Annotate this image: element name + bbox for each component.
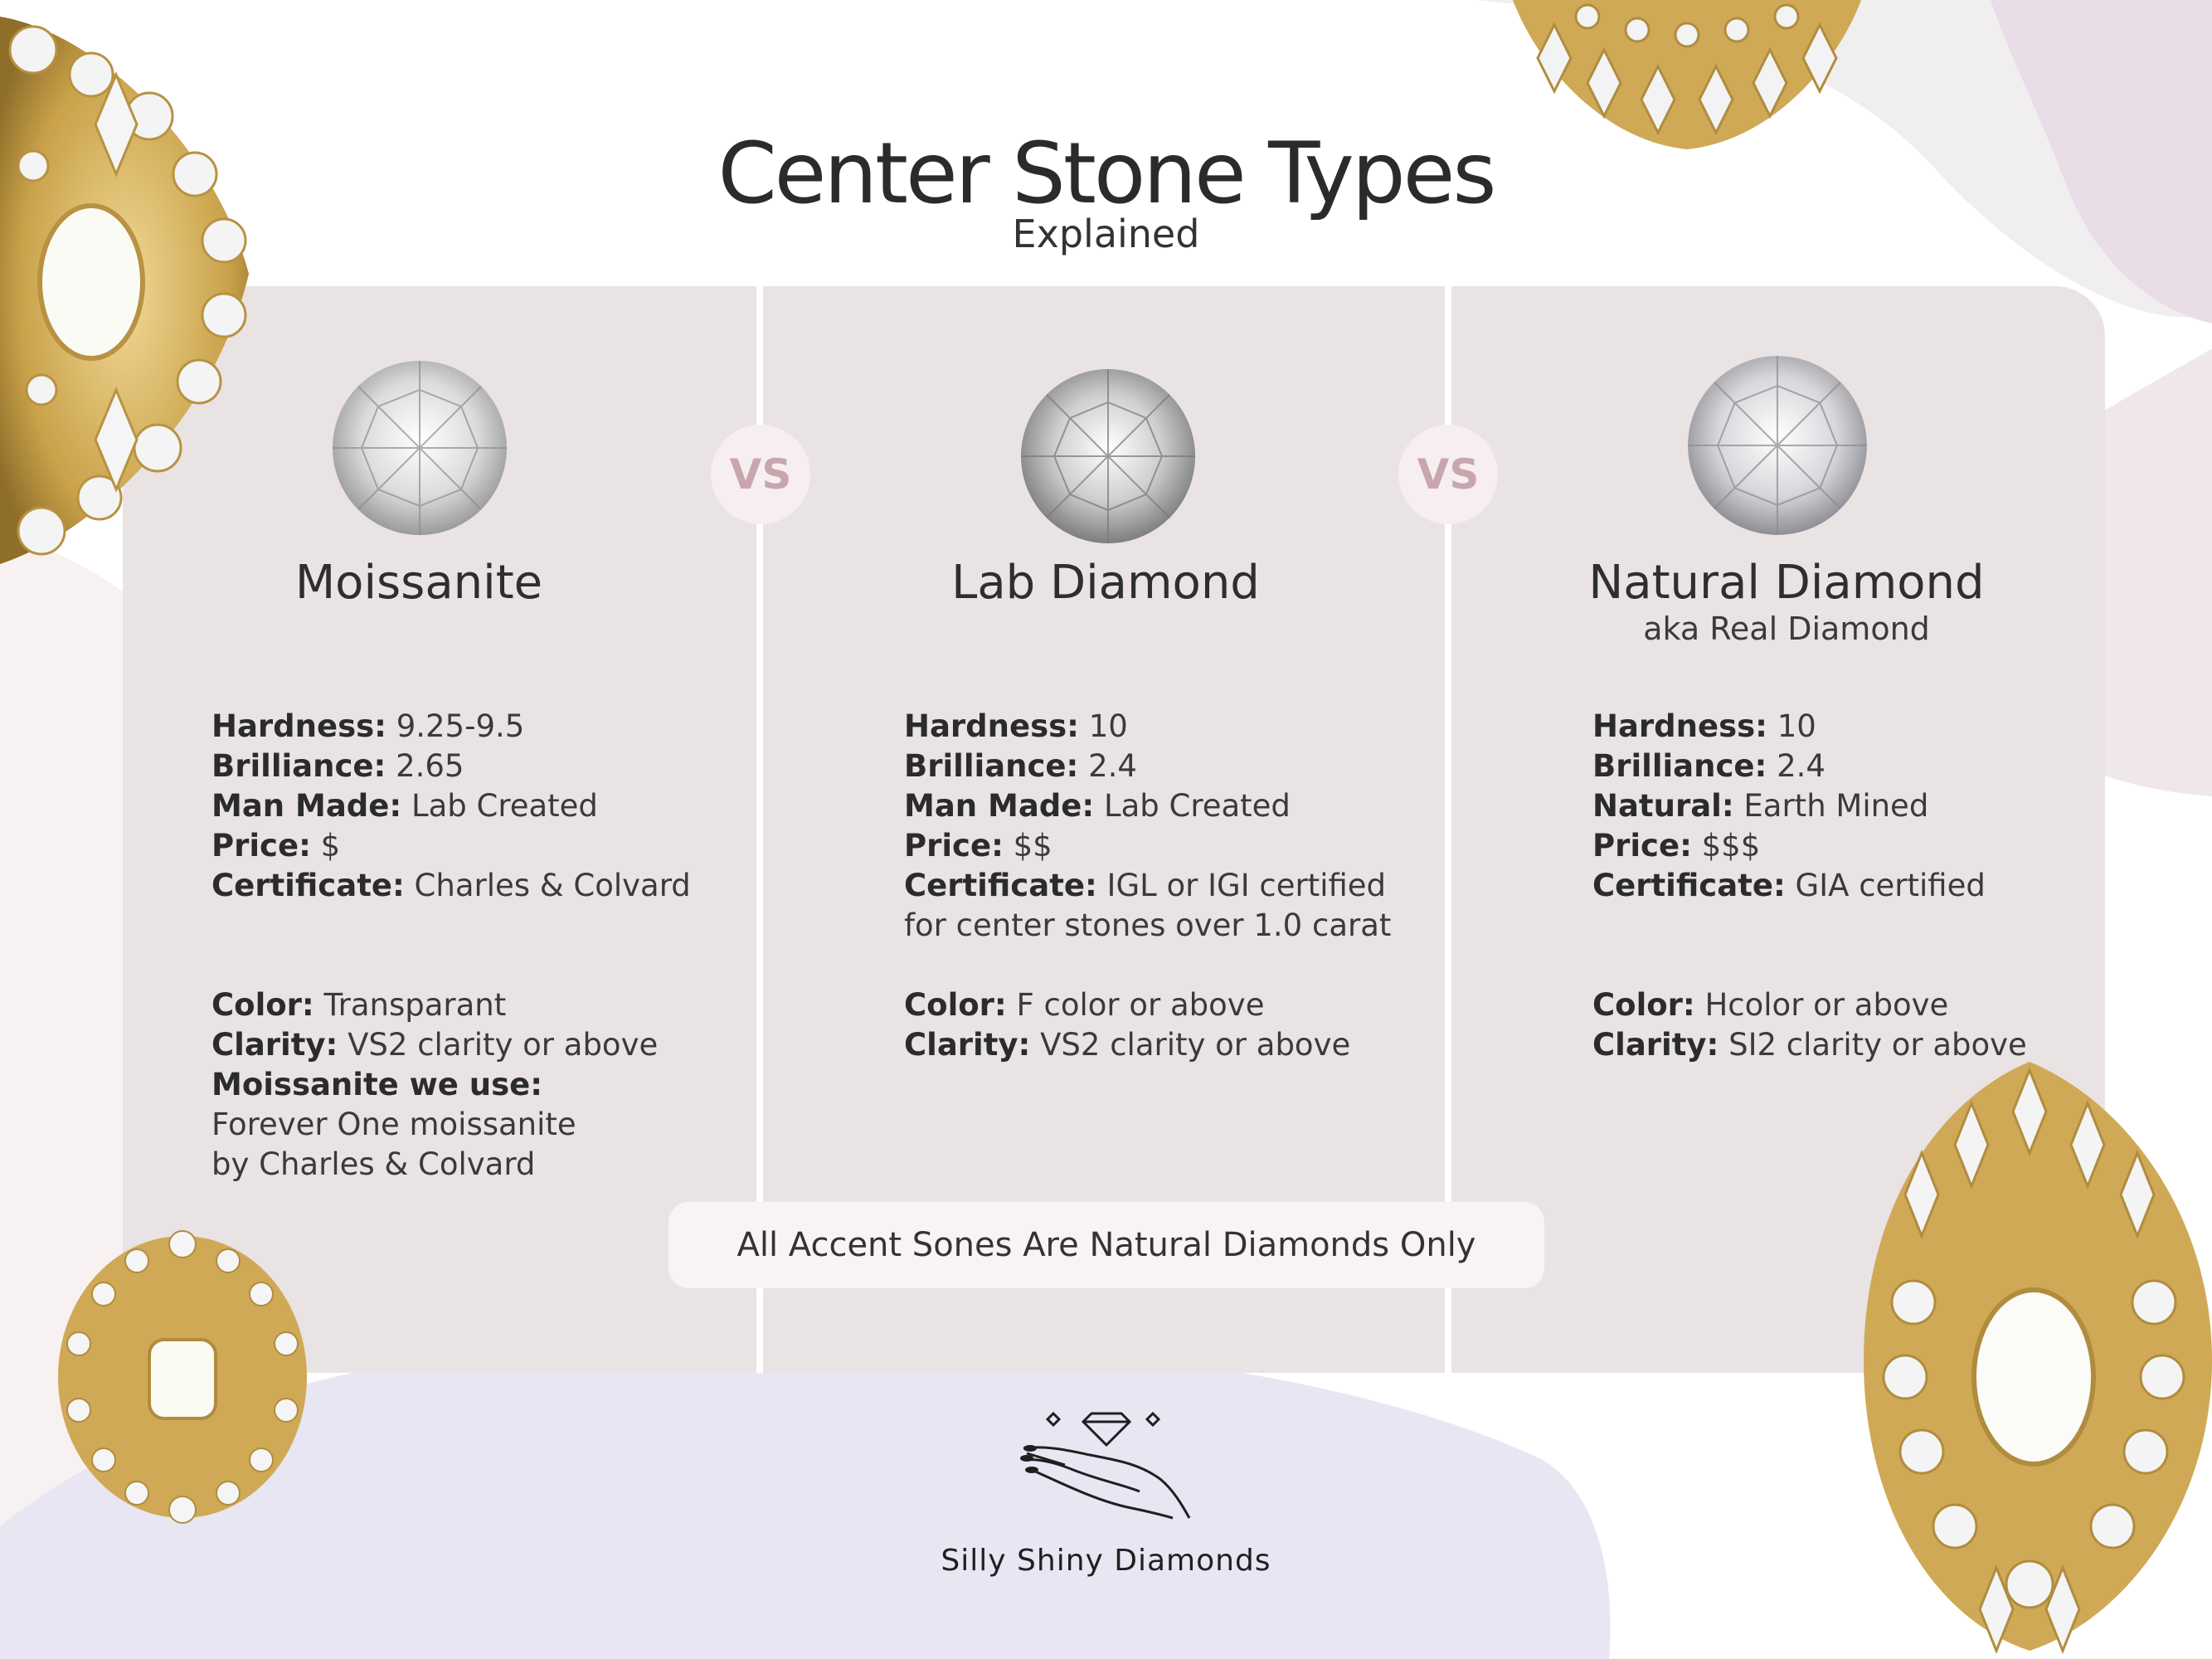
spec-line: Color: Transparant xyxy=(211,987,507,1023)
spec-line: Certificate: IGL or IGI certified xyxy=(904,868,1387,903)
vs-badge-2: VS xyxy=(1398,425,1498,524)
spec-line: Hardness: 10 xyxy=(1592,708,1816,744)
spec-line: by Charles & Colvard xyxy=(211,1146,536,1182)
spec-line: Brilliance: 2.65 xyxy=(211,748,464,784)
spec-line: Forever One moissanite xyxy=(211,1107,576,1142)
spec-line: Hardness: 10 xyxy=(904,708,1128,744)
page-title: Center Stone Types xyxy=(717,124,1496,223)
ring-bottom-left-image xyxy=(58,1230,307,1524)
spec-line: for center stones over 1.0 carat xyxy=(904,907,1392,943)
spec-line: Clarity: VS2 clarity or above xyxy=(211,1027,659,1063)
natural-diamond-aka: aka Real Diamond xyxy=(1643,611,1930,647)
spec-line: Natural: Earth Mined xyxy=(1592,788,1929,824)
spec-line: Price: $$ xyxy=(904,828,1053,864)
spec-line: Certificate: Charles & Colvard xyxy=(211,868,691,903)
hand-diamond-logo-icon xyxy=(1020,1411,1191,1520)
spec-line: Brilliance: 2.4 xyxy=(904,748,1137,784)
spec-line: Hardness: 9.25-9.5 xyxy=(211,708,525,744)
natural-diamond-gem-icon xyxy=(1688,356,1867,535)
spec-line: Color: Hcolor or above xyxy=(1592,987,1949,1023)
spec-line: Clarity: VS2 clarity or above xyxy=(904,1027,1351,1063)
spec-line: Price: $ xyxy=(211,828,341,864)
accent-stones-note: All Accent Sones Are Natural Diamonds On… xyxy=(668,1202,1544,1288)
moissanite-specs: Hardness: 9.25-9.5 Brilliance: 2.65 Man … xyxy=(211,707,709,1185)
spec-line: Certificate: GIA certified xyxy=(1592,868,1986,903)
vs-badge-1: VS xyxy=(711,425,810,524)
spec-line: Moissanite we use: xyxy=(211,1067,543,1102)
moissanite-title: Moissanite xyxy=(294,556,543,610)
ring-top-left-image xyxy=(0,17,249,564)
column-divider-2 xyxy=(1445,286,1451,1373)
lab-diamond-specs: Hardness: 10 Brilliance: 2.4 Man Made: L… xyxy=(904,707,1402,1065)
lab-diamond-gem-icon xyxy=(1021,369,1195,543)
ring-top-center-image xyxy=(1513,0,1861,149)
lab-diamond-title: Lab Diamond xyxy=(951,556,1260,610)
spec-line: Man Made: Lab Created xyxy=(904,788,1291,824)
ring-bottom-right-image xyxy=(1864,1062,2212,1655)
spec-line: Color: F color or above xyxy=(904,987,1265,1023)
spec-line: Clarity: SI2 clarity or above xyxy=(1592,1027,2027,1063)
moissanite-gem-icon xyxy=(333,361,507,535)
natural-diamond-specs: Hardness: 10 Brilliance: 2.4 Natural: Ea… xyxy=(1592,707,2090,1065)
spec-line: Price: $$$ xyxy=(1592,828,1761,864)
spec-line: Man Made: Lab Created xyxy=(211,788,598,824)
page-subtitle: Explained xyxy=(1012,212,1200,256)
column-divider-1 xyxy=(756,286,763,1373)
spec-line: Brilliance: 2.4 xyxy=(1592,748,1826,784)
natural-diamond-title: Natural Diamond xyxy=(1588,556,1985,610)
brand-name: Silly Shiny Diamonds xyxy=(941,1544,1271,1578)
